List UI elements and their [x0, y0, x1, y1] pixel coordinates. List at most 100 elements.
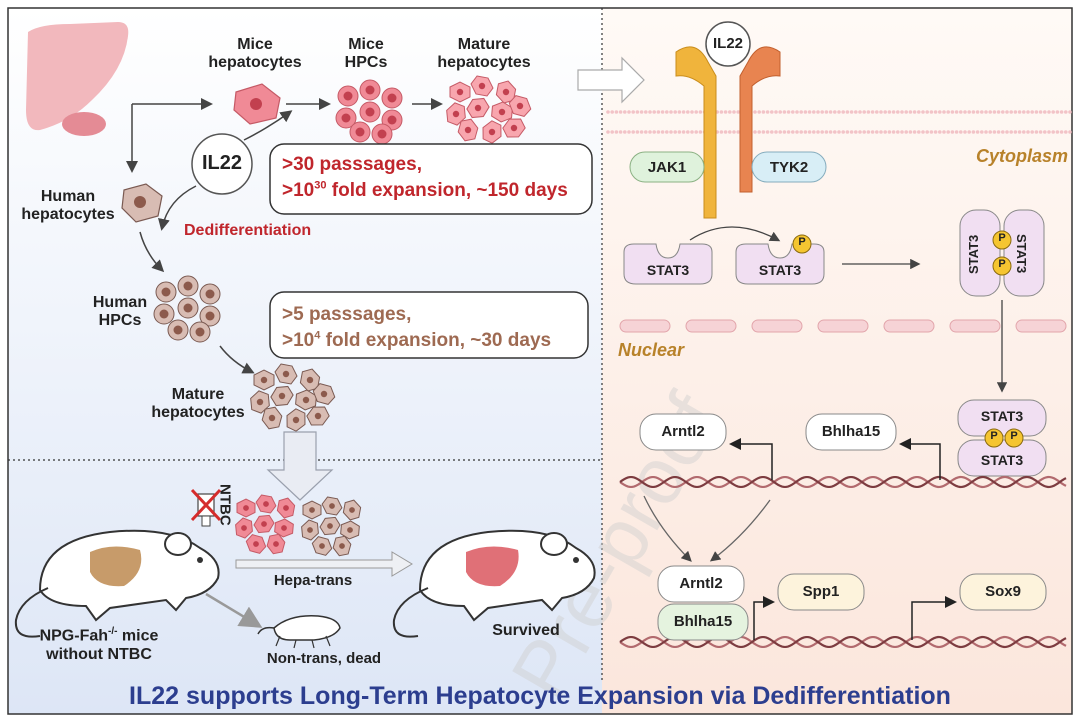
- membrane-dot: [971, 130, 976, 134]
- cell-nucleus: [339, 543, 345, 549]
- membrane-dot: [925, 130, 929, 134]
- membrane-dot: [862, 130, 866, 134]
- mature-hepatocytes-label-top: Mature hepatocytes: [437, 36, 531, 72]
- membrane-dot: [858, 130, 862, 134]
- membrane-dot: [933, 130, 938, 134]
- cell-nucleus: [307, 527, 313, 533]
- membrane-dot: [786, 130, 791, 134]
- mature-hepatocytes-label-bottom: Mature hepatocytes: [151, 386, 245, 422]
- il22-label-right: IL22: [712, 35, 743, 52]
- arrow-bhlha15-protein: [709, 499, 771, 562]
- cell-nucleus: [320, 390, 328, 398]
- membrane-dot: [1030, 130, 1034, 134]
- membrane-dot: [828, 110, 833, 114]
- human-expansion-line2: >104 fold expansion, ~30 days: [282, 328, 582, 354]
- cell-nucleus: [302, 396, 310, 404]
- membrane-dot: [908, 130, 913, 134]
- cell-nucleus: [159, 309, 169, 319]
- cell-nucleus: [292, 416, 300, 424]
- membrane-dot: [1013, 130, 1018, 134]
- membrane-dot: [866, 130, 871, 134]
- membrane-dot: [770, 110, 774, 114]
- il22-circle-left: [191, 133, 253, 195]
- human-hpc-cluster: [153, 275, 221, 343]
- membrane-dot: [686, 110, 690, 114]
- membrane-dot: [929, 110, 934, 114]
- membrane-dot: [673, 130, 677, 134]
- bhlha15-box-bottom: [657, 603, 749, 641]
- human-hepatocyte-cell: [121, 183, 163, 223]
- membrane-dot: [837, 130, 841, 134]
- membrane-dot: [959, 110, 963, 114]
- membrane-dot: [879, 130, 883, 134]
- membrane-dot: [875, 130, 879, 134]
- membrane-dot: [845, 110, 850, 114]
- membrane-dot: [917, 110, 921, 114]
- membrane-dot: [618, 110, 623, 114]
- membrane-dot: [854, 110, 858, 114]
- cell-nucleus: [341, 113, 351, 123]
- promoter-arrow-sox9: [911, 596, 957, 640]
- membrane-dot: [1051, 110, 1055, 114]
- membrane-dot: [938, 130, 942, 134]
- membrane-dot: [627, 130, 631, 134]
- cell-nucleus: [349, 507, 355, 513]
- membrane-dot: [849, 130, 854, 134]
- jak1-pill: [629, 151, 705, 183]
- membrane-dot: [904, 130, 908, 134]
- cell-nucleus: [464, 126, 472, 134]
- membrane-dot: [980, 130, 984, 134]
- nuclear-label: Nuclear: [618, 340, 685, 360]
- membrane-dot: [1001, 110, 1005, 114]
- membrane-dot: [883, 110, 887, 114]
- membrane-dot: [723, 130, 728, 134]
- membrane-dot: [959, 130, 963, 134]
- dna-strand-upper: [619, 475, 1067, 489]
- ntbc-bottle-icon: [190, 488, 222, 527]
- cell-nucleus: [309, 507, 315, 513]
- membrane-dot: [812, 110, 816, 114]
- membrane-dot: [1047, 110, 1051, 114]
- membrane-dot: [896, 110, 900, 114]
- membrane-dot: [782, 130, 787, 134]
- membrane-dot: [673, 110, 677, 114]
- membrane-dot: [753, 130, 757, 134]
- membrane-dot: [929, 130, 934, 134]
- sox9-label: Sox9: [985, 583, 1021, 600]
- membrane-dot: [610, 110, 614, 114]
- cell-nucleus: [329, 503, 335, 509]
- stat3-label-1: STAT3: [646, 262, 690, 278]
- membrane-dot: [761, 130, 766, 134]
- arntl2-box-top: [639, 413, 727, 451]
- membrane-dot: [912, 130, 917, 134]
- cell-nucleus: [306, 376, 314, 384]
- membrane-dot: [631, 130, 635, 134]
- tyk2-pill: [751, 151, 827, 183]
- membrane-dot: [812, 130, 816, 134]
- membrane-dot: [858, 110, 862, 114]
- membrane-dot: [917, 130, 921, 134]
- membrane-dot: [963, 130, 967, 134]
- cell-nucleus: [314, 412, 322, 420]
- stat3-nuclear-bottom-label: STAT3: [980, 452, 1024, 468]
- membrane-dot: [891, 130, 896, 134]
- dna-strand-b: [619, 635, 1067, 649]
- cell-nucleus: [347, 527, 353, 533]
- jak1-label: JAK1: [647, 159, 687, 176]
- mouse-exp-rest: fold expansion, ~150 days: [326, 179, 568, 201]
- membrane-dot: [681, 110, 686, 114]
- membrane-dot: [1055, 110, 1060, 114]
- cell-nucleus: [205, 311, 215, 321]
- membrane-dot: [879, 110, 883, 114]
- membrane-dot: [648, 110, 652, 114]
- phosphate-5: [1004, 428, 1024, 448]
- membrane-dot: [1034, 130, 1039, 134]
- membrane-dot: [980, 110, 984, 114]
- non-trans-arrow: [205, 592, 263, 628]
- membrane-dot: [921, 110, 925, 114]
- bhlha15-label-bottom: Bhlha15: [673, 613, 733, 630]
- membrane-dot: [719, 110, 724, 114]
- stat3-dimer-left: [959, 209, 1001, 297]
- cell-nucleus: [498, 108, 506, 116]
